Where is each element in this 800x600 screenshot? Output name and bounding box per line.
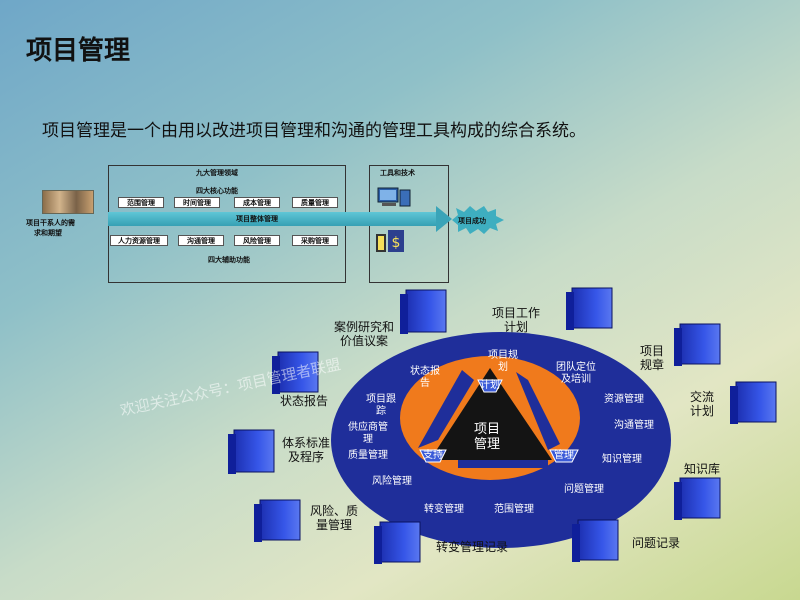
text-line: 状态报 [410,366,440,377]
aux-chip: 采购管理 [292,235,338,246]
center-label: 项目 管理 [474,422,500,452]
stakeholder-line1: 项目干系人的需 [26,219,75,227]
center-line: 项目 [474,422,501,437]
inner-label-team: 团队定位及培训 [556,362,596,386]
outer-label-risk-quality: 风险、质量管理 [310,504,358,532]
outer-label-comm-plan: 交流计划 [690,390,714,418]
support-badge [419,449,447,463]
text-line: 告 [420,378,430,389]
text-line: 项目工作 [492,306,541,320]
binder-icon [272,351,319,394]
page-title: 项目管理 [26,36,131,66]
outer-label-standards: 体系标准及程序 [282,436,330,464]
inner-label-supply: 供应商管理 [348,422,388,446]
aux-chip: 沟通管理 [178,235,224,246]
binder-icon [730,381,777,424]
nine-areas-label: 九大管理领域 [196,169,238,177]
outer-label-charter: 项目规章 [640,344,664,372]
money-icon: $ [376,230,404,252]
triangle-band-left [418,370,474,448]
inner-label-comm: 沟通管理 [614,420,654,431]
text-line: 计划 [690,404,715,418]
text-line: 价值议案 [340,334,389,348]
inner-label-quality: 质量管理 [348,450,388,461]
tools-label: 工具和技术 [380,169,415,177]
core-chip: 时间管理 [174,197,220,208]
text-line: 踪 [376,406,386,417]
text-line: 及程序 [288,450,325,464]
svg-text:$: $ [392,235,401,251]
binder-icon [674,477,721,520]
plan-badge [477,379,503,393]
text-line: 团队定位 [556,362,596,373]
aux-chip: 风险管理 [234,235,280,246]
success-burst-icon [452,206,504,234]
integration-arrow-head [436,206,452,232]
triangle-band-right [516,372,560,450]
outer-label-case: 案例研究和价值议案 [334,320,394,348]
stakeholder-line2: 求和期望 [34,229,62,237]
inner-label-track: 项目跟踪 [366,394,396,418]
integration-label: 项目整体管理 [236,215,278,223]
text-line: 项目跟 [366,394,396,405]
text-line: 划 [498,362,508,373]
success-label: 项目成功 [458,217,486,225]
aux-chip: 人力资源管理 [110,235,168,246]
inner-label-resource: 资源管理 [604,394,644,405]
binder-icon [374,521,421,564]
text-line: 项目规 [488,350,518,361]
computer-icon [377,187,411,207]
inner-label-risk: 风险管理 [372,476,412,487]
triangle-support: 支持 [423,450,443,461]
text-line: 体系标准 [282,436,331,450]
control-badge [549,449,579,463]
aux-four-label: 四大辅助功能 [208,256,250,264]
text-line: 计划 [504,320,529,334]
triangle-control: 管理 [554,450,574,461]
text-line: 规章 [640,358,665,372]
triangle-plan: 计划 [480,380,500,391]
text-line: 案例研究和 [334,320,395,334]
inner-label-scope: 范围管理 [494,504,534,515]
inner-label-plan: 项目规划 [488,350,518,374]
binder-icon [254,499,301,542]
binder-icon [228,429,275,474]
inner-label-change: 转变管理 [424,504,464,515]
center-triangle [430,368,552,460]
core-four-label: 四大核心功能 [196,187,238,195]
core-chip: 质量管理 [292,197,338,208]
text-line: 量管理 [316,518,353,532]
text-line: 供应商管 [348,422,388,433]
binder-icon [674,323,721,366]
inner-label-status: 状态报告 [410,366,440,390]
triangle-band-bottom [458,460,548,468]
intro-text: 项目管理是一个由用以改进项目管理和沟通的管理工具构成的综合系统。 [42,121,586,141]
text-line: 交流 [690,390,715,404]
integration-arrow [108,212,438,226]
core-chip: 成本管理 [234,197,280,208]
outer-label-status-report: 状态报告 [280,394,329,408]
outer-label-change-log: 转变管理记录 [436,540,509,554]
text-line: 项目 [640,344,665,358]
outer-label-issue-log: 问题记录 [632,536,681,550]
binder-icon [566,287,613,330]
binder-icon [572,519,619,562]
core-chip: 范围管理 [118,197,164,208]
outer-label-work-plan: 项目工作计划 [492,306,540,334]
text-line: 理 [363,434,373,445]
center-line: 管理 [474,437,501,452]
text-line: 及培训 [561,374,591,385]
binder-icon [400,289,447,334]
outer-label-kb: 知识库 [684,462,721,476]
inner-label-issue: 问题管理 [564,484,604,495]
people-photo [42,190,94,214]
inner-label-knowledge: 知识管理 [602,454,642,465]
text-line: 风险、质 [310,504,359,518]
